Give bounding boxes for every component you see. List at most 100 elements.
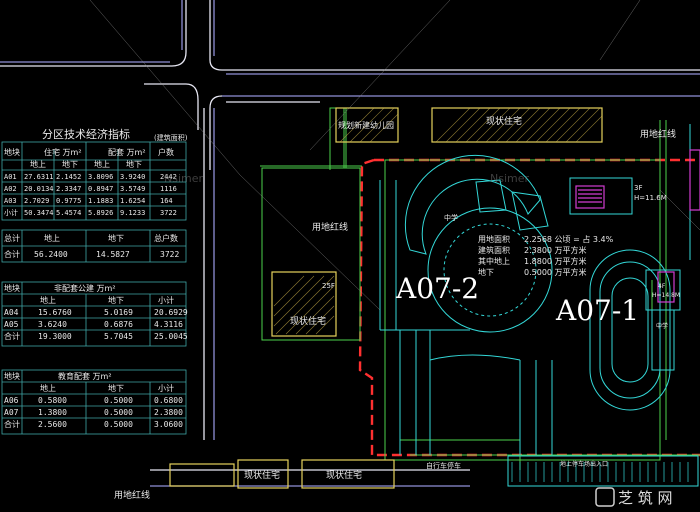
table4-cell: A06 — [4, 396, 19, 405]
bike-parking-label: 自行车停车 — [426, 461, 461, 470]
right-building-storeys: 3F — [634, 184, 642, 192]
plan-stat-label: 建筑面积 — [478, 245, 510, 255]
table3-cell: 5.0169 — [104, 308, 133, 317]
watermark: Nsimer — [490, 172, 529, 185]
table1-cell: 2.7029 — [24, 197, 49, 205]
table1-cell: 27.6311 — [24, 173, 54, 181]
right-building2-storeys: 4F — [658, 283, 666, 290]
boundary-label-right: 用地红线 — [640, 128, 676, 140]
table1-subhead: 地上 — [30, 159, 46, 169]
table2-cell: 56.2400 — [34, 250, 68, 259]
table1-cell: 9.1233 — [120, 209, 145, 217]
table1-head: 户数 — [158, 147, 174, 157]
table4-head: 地下 — [108, 383, 124, 393]
table1-cell: 1116 — [160, 185, 177, 193]
table4-cell: 1.3800 — [38, 408, 67, 417]
table1-cell: 3.9240 — [120, 173, 145, 181]
table1-subhead: 地下 — [126, 159, 142, 169]
table2-cell: 14.5827 — [96, 250, 130, 259]
table3-title: 非配套公建 万m² — [54, 283, 116, 293]
table1-cell: 0.9775 — [56, 197, 81, 205]
plot-label-a07-2: A07-2 — [395, 272, 479, 305]
storeys-label: 25F — [322, 282, 335, 290]
table4-cell: 0.5000 — [104, 408, 133, 417]
table4-head: 地块 — [4, 371, 20, 381]
plan-stat-label: 地下 — [478, 267, 494, 277]
watermark: Nsimer — [164, 172, 203, 185]
table4-head: 小计 — [158, 383, 174, 393]
table3-cell: 合计 — [4, 331, 20, 341]
table1-cell: 1.1883 — [88, 197, 113, 205]
school-small-label: 中学 — [444, 213, 458, 222]
table3-cell: 4.3116 — [154, 320, 183, 329]
table3-cell: 3.6240 — [38, 320, 67, 329]
yellow-buildings — [169, 107, 603, 489]
table4-cell: 合计 — [4, 419, 20, 429]
cyan-linework — [379, 124, 699, 487]
table1-subhead: 地上 — [94, 159, 110, 169]
table2-head: 地上 — [44, 233, 60, 243]
table3-head: 地下 — [108, 295, 124, 305]
existing-residence-bottom1: 现状住宅 — [244, 469, 280, 481]
bottom-strip-label: 地上停车场出入口 — [560, 460, 608, 468]
tables-grid — [1, 141, 187, 435]
plan-stat-label: 其中地上 — [478, 256, 510, 266]
plan-stat-value: 0.5000 万平方米 — [524, 267, 587, 277]
kindergarten-label: 规划新建幼儿园 — [338, 120, 394, 130]
table1-cell: 3.5749 — [120, 185, 145, 193]
table4-cell: 3.0600 — [154, 420, 183, 429]
table3-cell: 5.7045 — [104, 332, 133, 341]
plan-stat-value: 1.8800 万平方米 — [524, 256, 587, 266]
site-logo: 芝 筑 网 — [595, 487, 673, 507]
table3-cell: 0.6876 — [104, 320, 133, 329]
table-total: 总计 地上 地下 总户数 合计 56.2400 14.5827 3722 — [4, 233, 179, 259]
table4-cell: 2.5600 — [38, 420, 67, 429]
table1-cell: 小计 — [4, 208, 18, 217]
table1-head: 地块 — [4, 147, 20, 157]
plan-stat-value: 2.3800 万平方米 — [524, 245, 587, 255]
table1-cell: 1.6254 — [120, 197, 145, 205]
table1-cell: 3.8096 — [88, 173, 113, 181]
table1-subhead: 地下 — [62, 159, 78, 169]
table1-cell: 5.4574 — [56, 209, 81, 217]
table2-head: 总计 — [4, 233, 20, 243]
table1-head: 配套 万m² — [108, 147, 146, 157]
table1-cell: 50.3474 — [24, 209, 54, 217]
table3-cell: 15.6760 — [38, 308, 72, 317]
logo-text: 芝 筑 网 — [618, 489, 673, 507]
table3-head: 小计 — [158, 295, 174, 305]
table3-cell: A05 — [4, 320, 19, 329]
table3-cell: 25.0045 — [154, 332, 188, 341]
table3-cell: 20.6929 — [154, 308, 188, 317]
plan-stat-label: 用地面积 — [478, 234, 510, 244]
boundary-label-bottom: 用地红线 — [114, 489, 150, 501]
right-building-height: H=11.6M — [634, 194, 667, 202]
table1-cell: A03 — [4, 197, 17, 205]
table1-cell: A01 — [4, 173, 17, 181]
table1-cell: 20.0134 — [24, 185, 54, 193]
table4-cell: 0.5000 — [104, 420, 133, 429]
table1-cell: 2.1452 — [56, 173, 81, 181]
table3-cell: 19.3000 — [38, 332, 72, 341]
table-economic-indicators: 分区技术经济指标 (建筑面积) 地块 住宅 万m² 配套 万m² 户数 地上 地… — [4, 127, 188, 217]
magenta-linework — [575, 149, 700, 303]
site-boundary — [358, 158, 700, 457]
table3-head: 地块 — [4, 283, 20, 293]
table1-cell: A02 — [4, 185, 17, 193]
table4-cell: 0.6800 — [154, 396, 183, 405]
table1-cell: 2.3347 — [56, 185, 81, 193]
table4-cell: 0.5000 — [104, 396, 133, 405]
table4-title: 教育配套 万m² — [58, 371, 112, 381]
plot-label-a07-1: A07-1 — [555, 294, 639, 327]
table1-cell: 5.8926 — [88, 209, 113, 217]
table3-head: 地上 — [40, 295, 56, 305]
table1-cell: 2442 — [160, 173, 177, 181]
plan-labels: A07-2 A07-1 用地红线 用地红线 用地红线 现状住宅 规划新建幼儿园 … — [114, 115, 680, 501]
table1-head: 住宅 万m² — [44, 147, 82, 157]
table1-cell: 3722 — [160, 209, 177, 217]
right-building2-height: H=14.8M — [652, 292, 680, 299]
top-building-label: 现状住宅 — [486, 115, 522, 127]
